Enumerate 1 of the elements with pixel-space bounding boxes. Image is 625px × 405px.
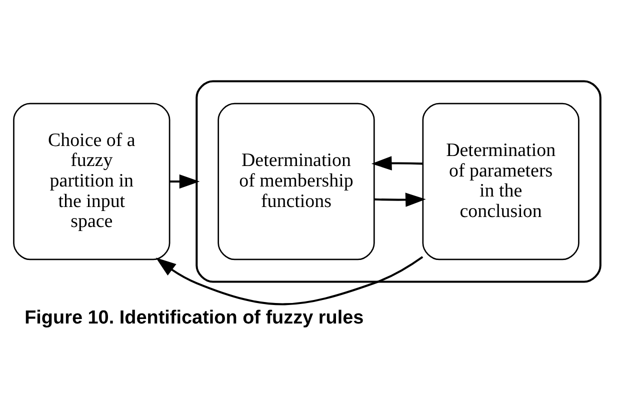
caption: Figure 10. Identification of fuzzy rules [24,307,364,328]
